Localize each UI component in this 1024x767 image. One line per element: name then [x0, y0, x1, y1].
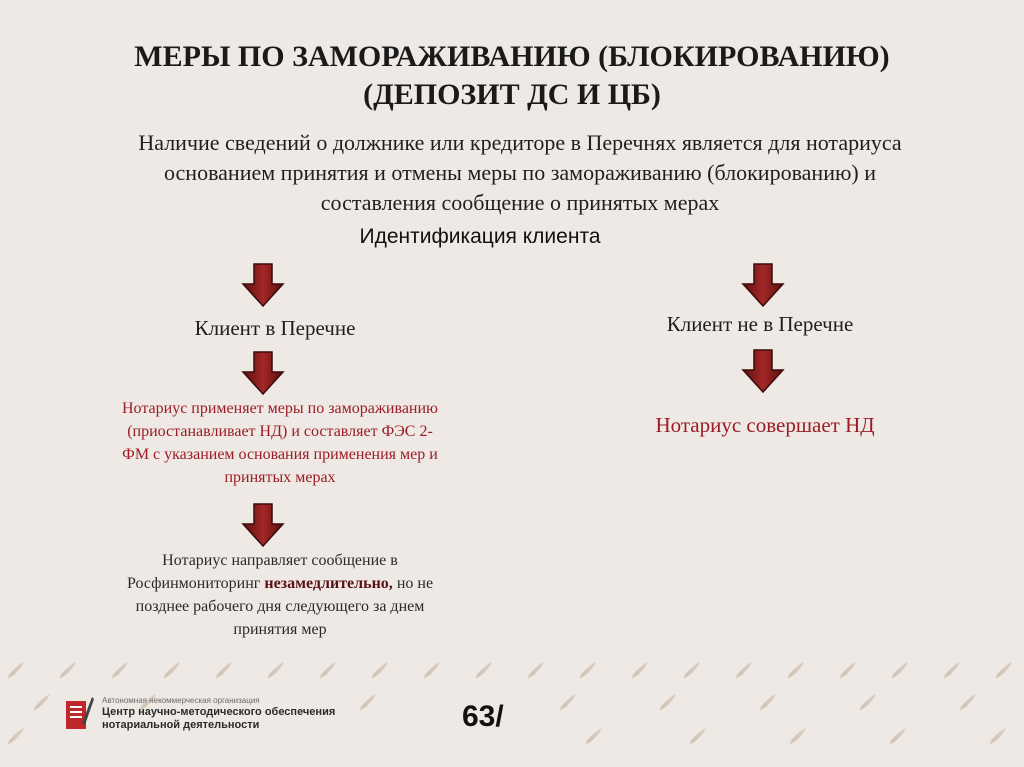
freeze-action-line: (приостанавливает НД) и составляет ФЭС 2… — [60, 420, 500, 443]
client-not-in-list-label: Клиент не в Перечне — [620, 310, 900, 338]
report-line: принятия мер — [70, 618, 490, 641]
intro-line-2: основанием принятия и отмены меры по зам… — [60, 158, 980, 188]
slide-title: МЕРЫ ПО ЗАМОРАЖИВАНИЮ (БЛОКИРОВАНИЮ) (ДЕ… — [0, 38, 1024, 114]
down-arrow-icon — [241, 502, 285, 548]
report-prefix: Росфинмониторинг — [127, 575, 264, 592]
report-suffix: но не — [393, 575, 433, 592]
notary-performs-action: Нотариус совершает НД — [600, 411, 930, 439]
report-line: Нотариус направляет сообщение в — [70, 549, 490, 572]
down-arrow-icon — [241, 350, 285, 396]
organization-name: Автономная некоммерческая организация Це… — [102, 696, 335, 732]
org-line-1: Центр научно-методического обеспечения — [102, 706, 335, 719]
org-line-2: нотариальной деятельности — [102, 719, 335, 732]
notary-freeze-action: Нотариус применяет меры по замораживанию… — [60, 397, 500, 489]
client-in-list-label: Клиент в Перечне — [140, 314, 410, 342]
intro-text: Наличие сведений о должнике или кредитор… — [60, 128, 980, 218]
report-line: позднее рабочего дня следующего за днем — [70, 595, 490, 618]
freeze-action-line: Нотариус применяет меры по замораживанию — [60, 397, 500, 420]
freeze-action-line: принятых мерах — [60, 466, 500, 489]
down-arrow-icon — [741, 348, 785, 394]
down-arrow-icon — [241, 262, 285, 308]
notary-report-action: Нотариус направляет сообщение в Росфинмо… — [70, 549, 490, 641]
title-line-2: (ДЕПОЗИТ ДС И ЦБ) — [0, 76, 1024, 114]
notary-logo-icon — [64, 693, 94, 733]
intro-line-1: Наличие сведений о должнике или кредитор… — [60, 128, 980, 158]
org-type: Автономная некоммерческая организация — [102, 696, 335, 706]
report-line: Росфинмониторинг незамедлительно, но не — [70, 572, 490, 595]
freeze-action-line: ФМ с указанием основания применения мер … — [60, 443, 500, 466]
page-number: 63/ — [462, 700, 504, 734]
down-arrow-icon — [741, 262, 785, 308]
report-emphasis: незамедлительно, — [264, 575, 392, 592]
identification-label: Идентификация клиента — [300, 223, 660, 251]
title-line-1: МЕРЫ ПО ЗАМОРАЖИВАНИЮ (БЛОКИРОВАНИЮ) — [0, 38, 1024, 76]
intro-line-3: составления сообщение о принятых мерах — [60, 188, 980, 218]
